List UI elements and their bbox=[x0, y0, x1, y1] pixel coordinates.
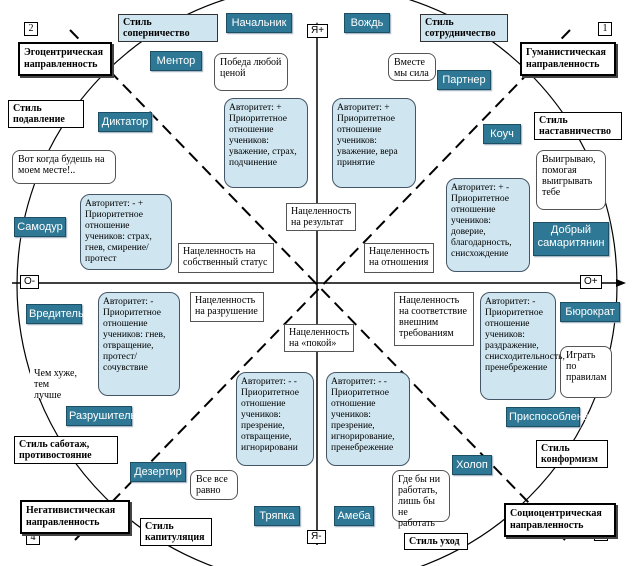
orientation-result: Нацеленность на результат bbox=[286, 203, 356, 231]
diagonal-anti bbox=[74, 29, 571, 541]
direction-humanistic: Гуманистическая направленность bbox=[520, 42, 616, 76]
authority-box-2: Авторитет: + Приоритетное отношение учен… bbox=[332, 98, 416, 188]
orientation-destruction: Нацеленность на разрушение bbox=[190, 292, 264, 322]
authority-box-4: Авторитет: - + Приоритетное отношение уч… bbox=[80, 194, 172, 270]
quote-wherever: Где бы ни работать, лишь бы не работать bbox=[392, 470, 450, 529]
orientation-status: Нацеленность на собственный статус bbox=[178, 243, 274, 273]
direction-negativistic: Негативистическая направленность bbox=[20, 500, 130, 534]
direction-sociocentric: Социоцентрическая направленность bbox=[504, 503, 616, 537]
role-vreditel: Вредитель bbox=[26, 304, 84, 324]
role-boss: Начальник bbox=[226, 13, 292, 33]
quote-worse-better: Чем хуже, тем лучше bbox=[30, 366, 82, 401]
style-conformism: Стиль конформизм bbox=[536, 440, 608, 468]
quote-play-rules: Играть по правилам bbox=[560, 346, 612, 398]
axis-label-right: О+ bbox=[580, 275, 602, 289]
authority-box-6: Авторитет: - Приоритетное отношение учен… bbox=[480, 292, 565, 400]
role-destroyer: Разрушитель bbox=[66, 406, 136, 426]
role-partner: Партнер bbox=[437, 70, 491, 90]
style-capitulation: Стиль капитуляция bbox=[140, 518, 212, 546]
role-amoeba: Амеба bbox=[334, 506, 374, 526]
arrow-right bbox=[616, 279, 626, 287]
role-adapter: Приспособленец bbox=[506, 407, 595, 427]
role-samodur: Самодур bbox=[14, 217, 66, 237]
corner-number-2: 2 bbox=[24, 22, 38, 36]
orientation-requirements: Нацеленность на соответствие внешним тре… bbox=[394, 292, 474, 346]
quote-when-you: Вот когда будешь на моем месте!.. bbox=[12, 150, 116, 184]
role-leader: Вождь bbox=[344, 13, 390, 33]
style-withdrawal: Стиль уход bbox=[404, 533, 468, 550]
role-mentor: Ментор bbox=[150, 51, 202, 71]
orientation-peace: Нацеленность на «покой» bbox=[284, 324, 354, 352]
authority-box-8: Авторитет: - - Приоритетное отношение уч… bbox=[326, 372, 410, 466]
style-mentoring: Стиль наставничество bbox=[534, 112, 622, 140]
authority-box-5: Авторитет: - Приоритетное отношение учен… bbox=[98, 292, 180, 396]
role-samaritan: Добрый самаритянин bbox=[533, 222, 609, 256]
corner-number-1: 1 bbox=[598, 22, 612, 36]
axis-label-top: Я+ bbox=[307, 24, 329, 38]
direction-egocentric: Эгоцентрическая направленность bbox=[18, 42, 112, 76]
style-cooperation: Стиль сотрудничество bbox=[420, 14, 508, 42]
role-rag: Тряпка bbox=[254, 506, 300, 526]
axis-label-left: О- bbox=[20, 275, 40, 289]
role-coach: Коуч bbox=[483, 124, 521, 144]
style-suppression: Стиль подавление bbox=[8, 100, 84, 128]
role-deserter: Дезертир bbox=[130, 462, 186, 482]
axis-label-bottom: Я- bbox=[307, 530, 326, 544]
quote-victory: Победа любой ценой bbox=[214, 53, 288, 91]
role-bureaucrat: Бюрократ bbox=[560, 302, 620, 322]
style-sabotage: Стиль саботаж, противостояние bbox=[14, 436, 118, 464]
authority-box-7: Авторитет: - - Приоритетное отношение уч… bbox=[236, 372, 314, 466]
role-dictator: Диктатор bbox=[98, 112, 152, 132]
style-rivalry: Стиль соперничество bbox=[118, 14, 218, 42]
quote-win-helping: Выигрываю, помогая выигрывать тебе bbox=[536, 150, 606, 210]
role-servant: Холоп bbox=[452, 455, 492, 475]
authority-box-1: Авторитет: + Приоритетное отношение учен… bbox=[224, 98, 308, 188]
orientation-relations: Нацеленность на отношения bbox=[364, 243, 434, 273]
quote-all-same: Все все равно bbox=[190, 470, 238, 500]
authority-box-3: Авторитет: + - Приоритетное отношение уч… bbox=[446, 178, 530, 272]
quote-together: Вместе мы сила bbox=[388, 53, 436, 81]
